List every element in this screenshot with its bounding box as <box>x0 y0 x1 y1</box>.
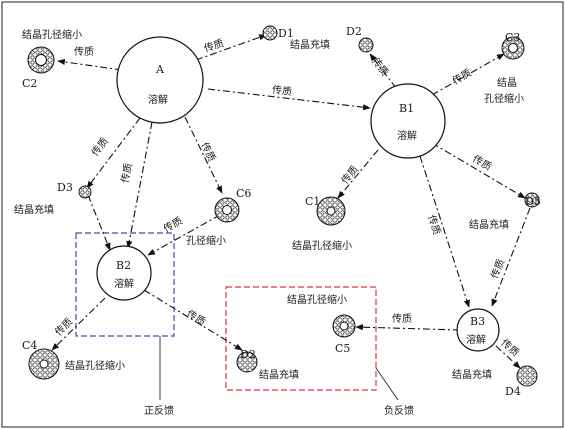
pellet-c4 <box>28 348 60 380</box>
desc-c5: 结晶孔径缩小 <box>287 293 347 306</box>
node-b1-sub: 溶解 <box>397 129 417 142</box>
edge-label-a-c2: 传质 <box>74 46 94 58</box>
edge-b1-d5 <box>431 142 526 199</box>
pellet-d2-bottom <box>236 351 258 373</box>
edge-b1-c3 <box>431 53 505 96</box>
edge-c6-b2 <box>147 214 221 256</box>
edge-a-b1 <box>207 88 371 111</box>
edge-label-a-d3: 传质 <box>89 135 111 158</box>
pellet-id-d1: D1 <box>278 27 294 40</box>
node-b2: B2 溶解 <box>96 245 152 301</box>
desc-d4: 结晶充填 <box>452 368 492 381</box>
negative-feedback-pointer <box>375 367 399 401</box>
edge-a-c6 <box>184 116 223 194</box>
edge-b1-b3 <box>419 155 470 308</box>
edge-label-a-b1: 传质 <box>271 84 292 98</box>
edge-b1-c1 <box>337 149 379 199</box>
pellet-id-c5: C5 <box>335 342 350 355</box>
edge-label-c6-b2: 传质 <box>161 215 184 235</box>
desc-c4: 结晶孔径缩小 <box>65 359 125 372</box>
pellet-c6 <box>214 197 240 223</box>
pellet-id-c3: C3 <box>505 31 520 44</box>
edge-label-b2-c4: 传质 <box>53 316 76 339</box>
edge-label-b1-c3: 传质 <box>450 67 473 87</box>
pellet-id-c1: C1 <box>305 195 320 208</box>
pellet-c5 <box>332 314 356 338</box>
edge-a-d1 <box>195 34 267 61</box>
edge-label-d5-b3: 传质 <box>489 257 508 280</box>
positive-feedback-label: 正反馈 <box>144 404 174 417</box>
positive-feedback-box <box>75 232 175 337</box>
negative-feedback-label: 负反馈 <box>384 404 414 417</box>
edge-d3-b2 <box>87 194 111 251</box>
pellet-c1 <box>316 196 346 226</box>
pellet-id-d5: D5 <box>525 195 541 208</box>
node-b3-sub: 溶解 <box>466 333 486 346</box>
pellet-id-d3: D3 <box>57 181 73 194</box>
pellet-d4 <box>516 365 538 387</box>
edge-label-a-b2: 传质 <box>119 162 135 184</box>
node-b2-name: B2 <box>116 259 131 272</box>
edge-label-b1-b3: 传质 <box>425 214 443 237</box>
desc-d2-bottom: 结晶充填 <box>259 368 299 381</box>
edge-label-b1-d2: 传质 <box>369 55 391 78</box>
edge-b2-d2 <box>143 289 243 351</box>
desc-d1: 结晶充填 <box>290 38 330 51</box>
node-b3-name: B3 <box>470 315 485 328</box>
node-b3: B3 溶解 <box>456 308 500 352</box>
pellet-id-d4: D4 <box>505 385 521 398</box>
desc-d5: 结晶充填 <box>469 218 509 231</box>
pellet-d3 <box>78 185 92 199</box>
desc-d3: 结晶充填 <box>14 203 54 216</box>
edge-label-b3-c5: 传质 <box>392 313 412 325</box>
pellet-d5 <box>524 192 540 208</box>
edge-b3-c5 <box>355 324 461 331</box>
edge-a-b2 <box>126 121 153 249</box>
pellet-id-d2-bottom: D2 <box>240 348 256 361</box>
edge-label-a-c6: 传质 <box>198 140 218 163</box>
node-b2-sub: 溶解 <box>114 277 134 290</box>
edge-label-b2-d2: 传质 <box>184 308 207 329</box>
desc-c6: 孔径缩小 <box>186 234 226 247</box>
pellet-id-c2: C2 <box>22 77 37 90</box>
pellet-c2 <box>27 46 55 74</box>
node-a: A 溶解 <box>116 36 204 124</box>
desc-c1: 结晶孔径缩小 <box>292 239 352 252</box>
node-b1-name: B1 <box>399 102 414 115</box>
edge-label-b3-d4: 传质 <box>499 337 522 359</box>
edge-label-b1-d5: 传质 <box>470 153 493 173</box>
node-a-name: A <box>155 63 165 76</box>
edge-d5-b3 <box>491 207 531 307</box>
pellet-id-c4: C4 <box>22 339 37 352</box>
edge-label-b1-c1: 传质 <box>339 163 361 186</box>
node-a-sub: 溶解 <box>148 93 168 106</box>
edge-b2-c4 <box>51 297 106 351</box>
desc-c2: 结晶孔径缩小 <box>22 28 82 41</box>
pellet-d1 <box>262 25 278 41</box>
edges <box>51 34 531 369</box>
pellet-id-d2-top: D2 <box>346 25 362 38</box>
edge-b3-d4 <box>495 345 521 369</box>
desc-c3-line2: 孔径缩小 <box>484 92 524 105</box>
pellet-c3 <box>501 36 525 60</box>
desc-c3-line1: 结晶 <box>497 76 517 89</box>
node-b1: B1 溶解 <box>370 83 446 159</box>
edge-a-c2 <box>57 58 123 71</box>
negative-feedback-box <box>225 286 377 391</box>
edge-b1-d2 <box>369 53 397 89</box>
edge-label-a-d1: 传质 <box>203 37 226 55</box>
pellet-id-c6: C6 <box>236 187 251 200</box>
pellet-d2-top <box>358 37 374 53</box>
